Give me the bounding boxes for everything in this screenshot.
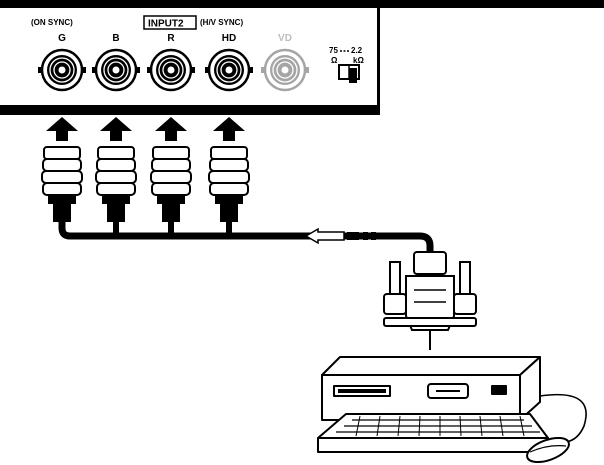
cable-bundle xyxy=(58,216,434,256)
connector-label-vd: VD xyxy=(278,33,292,44)
up-arrow-icon xyxy=(100,117,132,141)
switch-right-value: 2.2 xyxy=(351,46,363,55)
computer-icon xyxy=(321,356,541,421)
input-label: INPUT2 xyxy=(148,19,184,30)
mouse-cable xyxy=(539,393,587,443)
switch-icon[interactable] xyxy=(338,64,360,83)
bnc-plug-icon xyxy=(208,146,250,222)
panel-right-edge xyxy=(377,8,380,105)
input-panel: (ON SYNC) INPUT2 (H/V SYNC) G B R HD VD xyxy=(0,0,604,115)
connector-label-b: B xyxy=(112,33,119,44)
keyboard-icon xyxy=(317,413,549,453)
bnc-connector-icon[interactable] xyxy=(205,48,253,92)
bnc-connector-icon[interactable] xyxy=(92,48,140,92)
connector-label-g: G xyxy=(58,33,66,44)
panel-top-edge xyxy=(0,0,604,8)
dsub-connector-icon xyxy=(383,251,477,331)
bnc-plug-icon xyxy=(95,146,137,222)
bnc-plug-icon xyxy=(150,146,192,222)
mouse-icon xyxy=(526,436,570,464)
panel-bottom-edge xyxy=(0,105,380,115)
switch-left-unit: Ω xyxy=(331,56,338,65)
bnc-connector-icon[interactable] xyxy=(147,48,195,92)
signal-direction-arrow xyxy=(304,227,376,245)
bnc-plug-icon xyxy=(41,146,83,222)
bnc-connector-icon xyxy=(261,48,309,92)
hv-sync-label: (H/V SYNC) xyxy=(200,18,243,27)
switch-right-unit: kΩ xyxy=(353,56,364,65)
on-sync-label: (ON SYNC) xyxy=(31,18,73,27)
up-arrow-icon xyxy=(46,117,78,141)
connector-label-r: R xyxy=(167,33,175,44)
up-arrow-icon xyxy=(213,117,245,141)
connector-label-hd: HD xyxy=(222,33,236,44)
up-arrow-icon xyxy=(155,117,187,141)
input-label-box xyxy=(143,15,197,30)
switch-left-value: 75 xyxy=(329,46,338,55)
bnc-connector-icon[interactable] xyxy=(38,48,86,92)
